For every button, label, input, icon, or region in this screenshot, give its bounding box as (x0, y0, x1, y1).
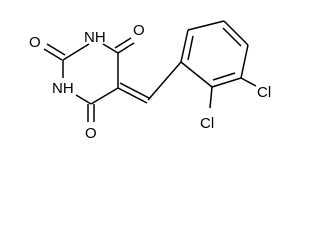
bond-ar-2 (187, 20, 225, 31)
bond-n1-c6 (102, 43, 119, 54)
methylidene-bonds (117, 61, 182, 104)
bond-ar-3 (223, 20, 249, 46)
pyrimidine-ring (62, 43, 119, 105)
bond-c4-n3 (75, 94, 92, 105)
atom-labels: O NH O NH O Cl Cl (29, 22, 271, 142)
bond-c5-c4 (90, 87, 119, 105)
chloro-bonds (209, 77, 257, 109)
carbonyl-bonds (43, 37, 135, 122)
bond-ch-aryl (147, 61, 182, 101)
bond-c2-o-a (43, 48, 63, 61)
bond-ar-5-inner (212, 72, 236, 81)
bond-ar-5 (211, 77, 242, 88)
bond-ar-6 (180, 61, 213, 88)
molecule-structure: O NH O NH O Cl Cl (29, 20, 271, 142)
bond-ar-4 (240, 44, 249, 79)
bond-c2-o-b (46, 43, 66, 56)
bond-c5-ch-a (117, 87, 148, 104)
atom-label-o-top-right: O (133, 22, 145, 39)
phenyl-ring (180, 20, 249, 88)
atom-label-o-top-left: O (29, 34, 41, 51)
atom-label-nh-bottom: NH (52, 80, 74, 97)
bond-ar-cl-right (240, 77, 257, 87)
atom-label-nh-top: NH (84, 29, 106, 46)
bond-ar-1-inner (187, 35, 194, 61)
bond-c6-o-b (114, 37, 132, 49)
bond-ar-cl-bottom (209, 86, 213, 109)
bond-c2-n1 (62, 43, 90, 61)
atom-label-cl-bottom: Cl (200, 115, 214, 132)
bond-ar-1 (180, 29, 189, 63)
bond-c5-ch-b (119, 82, 150, 99)
bond-c6-o-a (117, 42, 135, 54)
bond-ar-3-inner (222, 27, 242, 47)
atom-label-o-bottom: O (85, 125, 97, 142)
atom-label-cl-right: Cl (257, 84, 271, 101)
